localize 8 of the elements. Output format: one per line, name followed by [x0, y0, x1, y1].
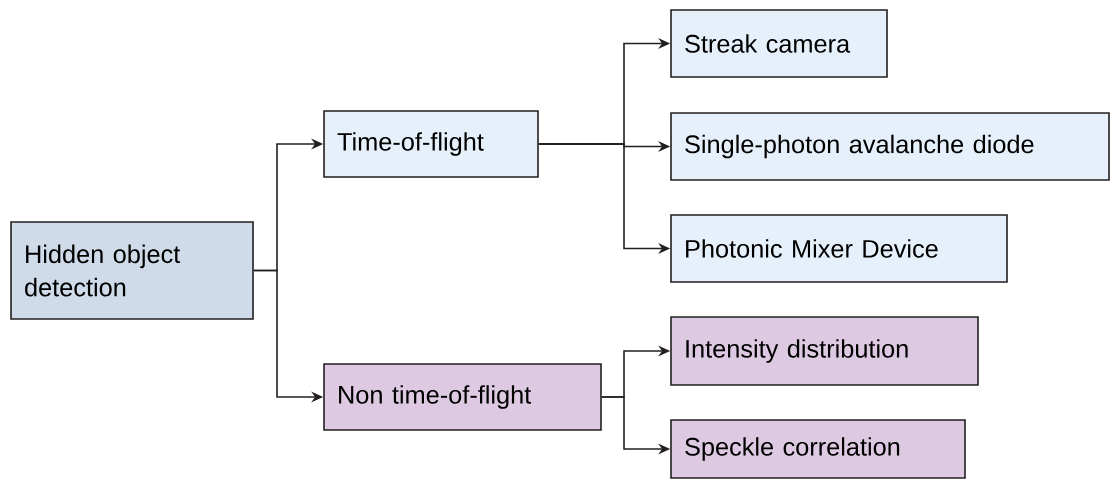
leaf-box: Speckle correlation	[670, 419, 966, 479]
leaf-box: Single-photon avalanche diode	[670, 112, 1110, 181]
leaf-box: Streak camera	[670, 9, 888, 78]
leaf-box: Intensity distribution	[670, 316, 979, 386]
category-box: Time-of-flight	[323, 110, 539, 178]
leaf-box: Photonic Mixer Device	[670, 214, 1008, 283]
category-box: Hidden object detection	[10, 221, 254, 320]
category-box: Non time-of-flight	[323, 363, 602, 431]
